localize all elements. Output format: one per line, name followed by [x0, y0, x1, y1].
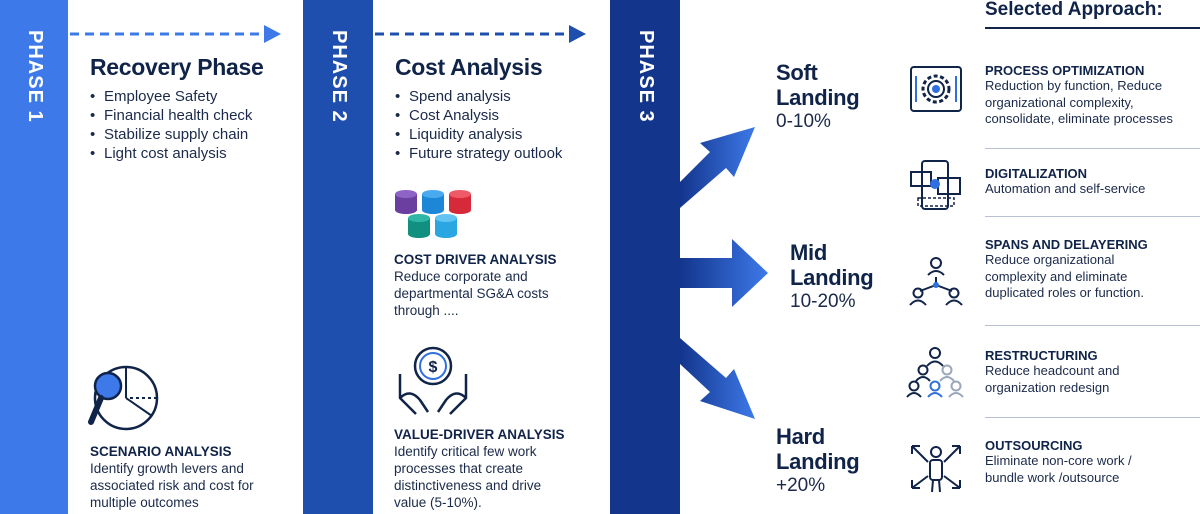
list-item: Future strategy outlook: [395, 144, 562, 163]
cost-driver-text: Reduce corporate and departmental SG&A c…: [394, 268, 549, 319]
scenario-text: Identify growth levers and associated ri…: [90, 460, 254, 511]
text-line: departmental SG&A costs: [394, 286, 549, 301]
text-line: organization redesign: [985, 379, 1110, 395]
magnifier-pie-icon: [88, 365, 159, 431]
list-item: Light cost analysis: [90, 144, 252, 163]
list-item: Spend analysis: [395, 87, 562, 106]
phase-1-title: Recovery Phase: [90, 54, 264, 80]
dashed-arrow-2: [375, 25, 586, 43]
text-line: Identify critical few work: [394, 444, 537, 459]
list-item: Liquidity analysis: [395, 125, 562, 144]
landing-range: +20%: [776, 475, 826, 496]
people-group-icon: [906, 347, 964, 398]
text-line: distinctiveness and drive: [394, 478, 542, 493]
landing-label: Mid: [790, 240, 827, 265]
approach-heading: SPANS AND DELAYERING: [985, 237, 1148, 252]
divider: [985, 216, 1200, 217]
person-arrows-icon: [911, 445, 961, 493]
text-line: associated risk and cost for: [90, 478, 254, 493]
divider: [985, 417, 1200, 418]
arrow-down: [680, 338, 755, 419]
text-line: organizational complexity,: [985, 94, 1134, 110]
divider: [985, 148, 1200, 149]
text-line: through ....: [394, 303, 459, 318]
hands-coin-icon: $: [398, 346, 468, 415]
text-line: Automation and self-service: [985, 181, 1146, 196]
text-line: multiple outcomes: [90, 495, 199, 510]
phase-2-bullets: Spend analysis Cost Analysis Liquidity a…: [395, 87, 562, 163]
phase-1-bar: PHASE 1: [0, 0, 68, 514]
landing-label: Landing: [790, 265, 874, 290]
approach-heading: PROCESS OPTIMIZATION: [985, 63, 1145, 78]
text-line: Reduction by function, Reduce: [985, 78, 1163, 93]
arrow-up: [680, 127, 755, 208]
org-network-icon: [909, 257, 963, 306]
landing-label: Landing: [776, 449, 860, 474]
scenario-heading: SCENARIO ANALYSIS: [90, 444, 232, 459]
approach-heading: DIGITALIZATION: [985, 166, 1088, 181]
mid-landing: Mid Landing 10-20%: [790, 240, 874, 314]
landing-label: Soft: [776, 60, 818, 85]
approach-title: Selected Approach:: [985, 0, 1163, 20]
soft-landing: Soft Landing 0-10%: [776, 60, 860, 134]
landing-range: 0-10%: [776, 111, 831, 132]
text-line: bundle work /outsource: [985, 469, 1120, 485]
dashed-arrow-1: [70, 25, 281, 43]
gear-process-icon: [910, 66, 962, 112]
text-line: duplicated roles or function.: [985, 285, 1144, 300]
svg-text:$: $: [429, 359, 438, 376]
text-line: processes that create: [394, 461, 524, 476]
landing-arrows: [680, 127, 768, 419]
cylinders-icon: [395, 190, 471, 238]
text-line: consolidate, eliminate processes: [985, 111, 1173, 126]
text-line: Reduce organizational: [985, 252, 1115, 267]
cost-driver-heading: COST DRIVER ANALYSIS: [394, 252, 557, 267]
landing-label: Hard: [776, 424, 825, 449]
value-driver-heading: VALUE-DRIVER ANALYSIS: [394, 427, 565, 442]
landing-range: 10-20%: [790, 291, 856, 312]
digital-devices-icon: [910, 160, 961, 210]
text-line: value (5-10%).: [394, 495, 482, 510]
list-item: Stabilize supply chain: [90, 125, 252, 144]
phase-2-bar: PHASE 2: [303, 0, 373, 514]
list-item: Cost Analysis: [395, 106, 562, 125]
text-line: Identify growth levers and: [90, 461, 244, 476]
value-driver-text: Identify critical few work processes tha…: [394, 443, 541, 511]
approach-item: OUTSOURCING Eliminate non-core work / bu…: [985, 438, 1132, 486]
approach-item: SPANS AND DELAYERING Reduce organization…: [985, 237, 1148, 302]
approach-item: RESTRUCTURING Reduce headcount and organ…: [985, 348, 1119, 396]
phase-2-title: Cost Analysis: [395, 54, 543, 80]
approach-heading: RESTRUCTURING: [985, 348, 1098, 363]
phase-1-label: PHASE 1: [24, 30, 46, 123]
phase-3-bar: PHASE 3: [610, 0, 680, 514]
approach-title-underline: [985, 27, 1200, 29]
phase-3-label: PHASE 3: [635, 30, 657, 123]
approach-item: DIGITALIZATION Automation and self-servi…: [985, 166, 1145, 198]
approach-heading: OUTSOURCING: [985, 438, 1083, 453]
hard-landing: Hard Landing +20%: [776, 424, 860, 498]
list-item: Financial health check: [90, 106, 252, 125]
text-line: Eliminate non-core work /: [985, 453, 1132, 468]
approach-item: PROCESS OPTIMIZATION Reduction by functi…: [985, 63, 1173, 128]
text-line: Reduce corporate and: [394, 269, 528, 284]
landing-label: Landing: [776, 85, 860, 110]
phase-1-bullets: Employee Safety Financial health check S…: [90, 87, 252, 163]
divider: [985, 325, 1200, 326]
text-line: Reduce headcount and: [985, 363, 1120, 378]
arrow-right: [680, 239, 768, 307]
text-line: complexity and eliminate: [985, 268, 1128, 284]
phase-2-label: PHASE 2: [328, 30, 350, 123]
list-item: Employee Safety: [90, 87, 252, 106]
